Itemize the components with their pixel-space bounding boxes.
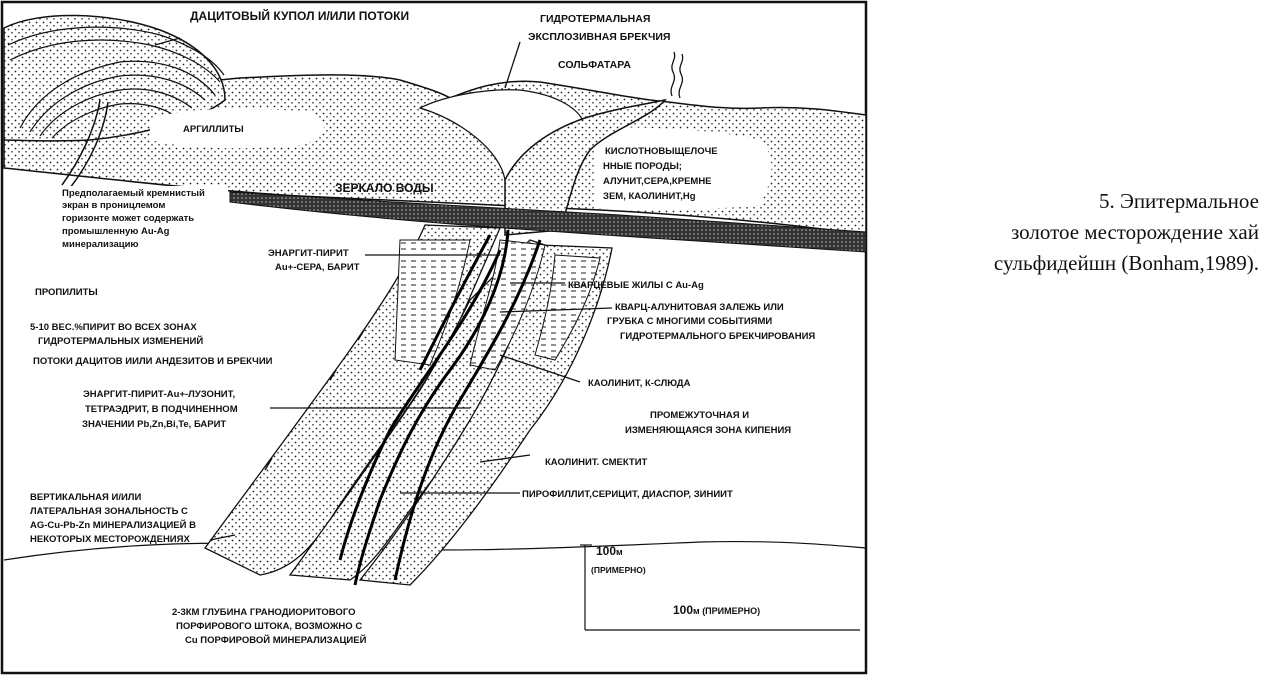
- label-kaolinite-smectite: КАОЛИНИТ. СМЕКТИТ: [545, 457, 648, 468]
- label-hydrothermal-breccia-1: ГИДРОТЕРМАЛЬНАЯ: [540, 13, 650, 25]
- label-stock-3: Cu ПОРФИРОВОЙ МИНЕРАЛИЗАЦИЕЙ: [185, 634, 367, 646]
- argillite-lens: [150, 108, 324, 149]
- label-zonality-4: НЕКОТОРЫХ МЕСТОРОЖДЕНИЯХ: [30, 534, 190, 545]
- scale-vertical-unit: м: [616, 547, 623, 557]
- label-enargite-luzonite-1: ЭНАРГИТ-ПИРИТ-Au+-ЛУЗОНИТ,: [83, 389, 235, 400]
- label-argillites: АРГИЛЛИТЫ: [183, 124, 244, 135]
- label-enargite-2: Au+-СЕРА, БАРИТ: [275, 262, 360, 273]
- label-boiling-zone-2: ИЗМЕНЯЮЩАЯСЯ ЗОНА КИПЕНИЯ: [625, 425, 791, 436]
- scale-horizontal-value: 100: [673, 603, 693, 617]
- label-silica-cap-5: минерализацию: [62, 239, 139, 250]
- label-silica-cap-1: Предполагаемый кремнистый: [62, 188, 205, 199]
- fissure-marks: [264, 329, 365, 471]
- figure-caption: 5. Эпитермальное золотое месторождение х…: [895, 186, 1259, 279]
- label-pyrite-2: ГИДРОТЕРМАЛЬНЫХ ИЗМЕНЕНИЙ: [38, 335, 203, 347]
- dacite-dome: [3, 14, 226, 189]
- enargite-note: ЭНАРГИТ-ПИРИТ Au+-СЕРА, БАРИТ: [265, 242, 365, 273]
- water-table-band: [229, 191, 867, 253]
- caption-line-1: 5. Эпитермальное: [1098, 189, 1259, 213]
- label-propylites: ПРОПИЛИТЫ: [35, 287, 98, 298]
- epithermal-deposit-diagram: ДАЦИТОВЫЙ КУПОЛ И/ИЛИ ПОТОКИ ГИДРОТЕРМАЛ…: [0, 0, 868, 675]
- solfatara-steam-icon: [670, 51, 684, 99]
- label-water-table: ЗЕРКАЛО ВОДЫ: [335, 181, 434, 195]
- label-boiling-zone-1: ПРОМЕЖУТОЧНАЯ И: [650, 410, 749, 421]
- caption-line-3: сульфидейшн (Bonham,1989).: [993, 251, 1259, 275]
- label-pyrite-1: 5-10 ВЕС.%ПИРИТ ВО ВСЕХ ЗОНАХ: [30, 322, 197, 333]
- ground-line: [3, 540, 867, 561]
- scale-vertical-value: 100: [596, 544, 616, 558]
- scale-horizontal-unit: м (ПРИМЕРНО): [693, 606, 760, 616]
- label-enargite-1: ЭНАРГИТ-ПИРИТ: [268, 248, 349, 259]
- label-acid-leached-3: АЛУНИТ,СЕРА,КРЕМНЕ: [603, 176, 712, 187]
- label-dacite-flows: ПОТОКИ ДАЦИТОВ ИИЛИ АНДЕЗИТОВ И БРЕКЧИИ: [33, 356, 273, 367]
- label-silica-cap-4: промышленную Au-Ag: [62, 226, 170, 237]
- label-quartz-alunite-1: КВАРЦ-АЛУНИТОВАЯ ЗАЛЕЖЬ ИЛИ: [615, 302, 784, 313]
- label-pyrophyllite: ПИРОФИЛЛИТ,СЕРИЦИТ, ДИАСПОР, ЗИНИИТ: [522, 489, 733, 500]
- label-quartz-alunite-2: ГРУБКА С МНОГИМИ СОБЫТИЯМИ: [607, 316, 772, 327]
- label-zonality-3: AG-Cu-Pb-Zn МИНЕРАЛИЗАЦИЕЙ В: [30, 519, 196, 531]
- label-kaolinite-mica: КАОЛИНИТ, К-СЛЮДА: [588, 378, 691, 389]
- scale-horizontal: 100м (ПРИМЕРНО): [673, 603, 760, 617]
- label-zonality-1: ВЕРТИКАЛЬНАЯ И/ИЛИ: [30, 492, 141, 503]
- label-acid-leached-2: ННЫЕ ПОРОДЫ;: [603, 161, 682, 172]
- label-hydrothermal-breccia-2: ЭКСПЛОЗИВНАЯ БРЕКЧИЯ: [528, 31, 670, 43]
- label-zonality-2: ЛАТЕРАЛЬНАЯ ЗОНАЛЬНОСТЬ С: [30, 506, 188, 517]
- silica-cap-note: Предполагаемый кремнистый экран в прониц…: [58, 186, 228, 256]
- acid-leached-zone: [595, 127, 772, 210]
- label-silica-cap-2: экран в проницлемом: [62, 200, 165, 211]
- label-enargite-luzonite-2: ТЕТРАЭДРИТ, В ПОДЧИНЕННОМ: [85, 404, 238, 415]
- label-quartz-alunite-3: ГИДРОТЕРМАЛЬНОГО БРЕКЧИРОВАНИЯ: [620, 331, 815, 342]
- label-enargite-luzonite-3: ЗНАЧЕНИИ Pb,Zn,Bi,Te, БАРИТ: [82, 419, 226, 430]
- quartz-alunite-zone-3: [534, 254, 601, 361]
- scale-bars: [580, 544, 860, 631]
- breccia-pipe: [504, 98, 667, 236]
- caption-line-2: золотое месторождение хай: [1010, 220, 1259, 244]
- scale-vertical: 100м: [596, 544, 623, 558]
- label-stock-2: ПОРФИРОВОГО ШТОКА, ВОЗМОЖНО С: [176, 621, 362, 632]
- label-acid-leached-1: КИСЛОТНОВЫЩЕЛОЧЕ: [605, 146, 718, 157]
- label-silica-cap-3: горизонте может содержать: [62, 213, 194, 224]
- label-dacite-dome: ДАЦИТОВЫЙ КУПОЛ И/ИЛИ ПОТОКИ: [190, 8, 409, 23]
- leader-lines: [154, 37, 613, 541]
- label-stock-1: 2-3КМ ГЛУБИНА ГРАНОДИОРИТОВОГО: [172, 607, 355, 618]
- scale-vertical-note: (ПРИМЕРНО): [591, 565, 646, 575]
- label-quartz-veins: КВАРЦЕВЫЕ ЖИЛЫ С Au-Ag: [568, 280, 704, 291]
- enargite-luzonite-note: ЭНАРГИТ-ПИРИТ-Au+-ЛУЗОНИТ, ТЕТРАЭДРИТ, В…: [80, 385, 270, 431]
- label-acid-leached-4: ЗЕМ, КАОЛИНИТ,Hg: [603, 191, 696, 202]
- quartz-veins: [338, 229, 542, 586]
- label-solfatara: СОЛЬФАТАРА: [558, 59, 631, 71]
